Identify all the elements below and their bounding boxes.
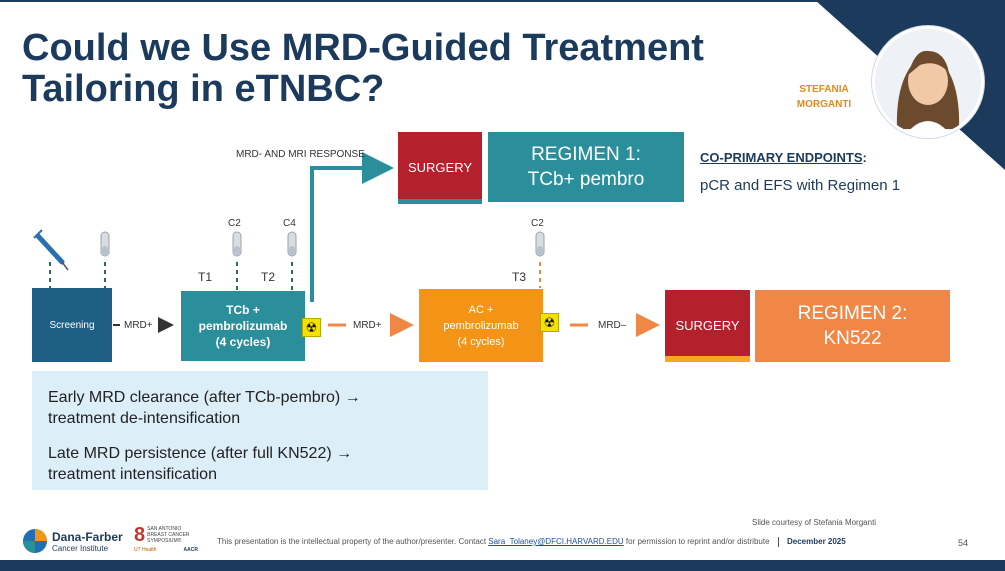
footer-email-link[interactable]: Sara_Tolaney@DFCI.HARVARD.EDU [488,537,624,547]
surgery-2-underline [665,356,750,362]
timepoint-t1: T1 [198,270,213,284]
timepoint-c2: C2 [228,218,241,229]
ac-line2: pembrolizumab [443,319,519,332]
radiation-icon: ☢ [302,318,321,337]
screening-label: Screening [49,319,95,331]
tcb-pembrolizumab-box: TCb + pembrolizumab (4 cycles) [181,291,305,361]
ac-pembrolizumab-box: AC + pembrolizumab (4 cycles) [419,289,543,362]
mrd-negative-label: MRD– [598,320,627,331]
sabcs-mark-icon: 8 [134,524,146,546]
surgery-label-1: SURGERY [407,159,473,175]
syringe-icon [33,229,69,271]
dana-farber-logo-text: Dana-Farber Cancer Institute [52,530,123,553]
endpoints-title: CO-PRIMARY ENDPOINTS: [700,150,867,165]
timepoint-t3: T3 [512,270,527,284]
speaker-first-name: STEFANIA [799,84,849,95]
tcb-line2: pembrolizumab [198,319,288,333]
info-early-line2: treatment de-intensification [48,410,241,427]
surgery-1-underline [398,199,482,204]
regimen-2-box: REGIMEN 2: KN522 [755,290,950,362]
dana-farber-logo-icon [23,529,47,553]
timepoint-c4: C4 [283,218,296,229]
ac-line1: AC + [468,303,494,316]
logo-subtitle: Cancer Institute [52,544,109,553]
info-item-late: Late MRD persistence (after full KN522) … [48,443,478,485]
surgery-box-2: SURGERY [665,290,750,360]
info-box [32,371,488,490]
slide-title: Could we Use MRD-Guided Treatment Tailor… [22,27,704,110]
sabcs-line2: BREAST CANCER [147,532,190,538]
test-tube-icon [100,231,545,257]
info-late-line1: Late MRD persistence (after full KN522) … [48,445,353,462]
mrd-response-arrow [310,152,394,302]
footer-date: December 2025 [787,537,846,547]
screening-box: Screening [32,288,112,362]
speaker-photo [872,26,984,138]
regimen-1-box: REGIMEN 1: TCb+ pembro [488,132,684,202]
speaker-last-name: MORGANTI [796,99,852,110]
mrd-positive-label-1: MRD+ [124,320,153,331]
sabcs-ut-health: UT Health [134,547,157,553]
footer-notice-pre: This presentation is the intellectual pr… [217,537,489,547]
regimen-1-title: REGIMEN 1: [531,144,641,165]
page-number: 54 [958,538,969,548]
sabcs-logo: 8 SAN ANTONIO BREAST CANCER SYMPOSIUM® U… [134,525,198,553]
mrd-positive-label-2: MRD+ [353,320,382,331]
regimen-1-detail: TCb+ pembro [527,169,645,190]
timepoint-c2-late: C2 [531,218,544,229]
regimen-2-detail: KN522 [823,328,882,349]
endpoints-body: pCR and EFS with Regimen 1 [700,177,901,194]
regimen-2-title: REGIMEN 2: [797,303,908,324]
surgery-box-1: SURGERY [398,132,482,202]
top-border [0,0,1005,2]
info-late-line2: treatment intensification [48,466,217,483]
footer-notice: This presentation is the intellectual pr… [217,537,846,547]
ac-line3: (4 cycles) [457,335,505,348]
footer-divider [777,537,779,547]
speaker-name: STEFANIA MORGANTI [775,82,873,112]
mrd-mri-response-label: MRD- AND MRI RESPONSE [236,149,365,160]
timepoint-t2: T2 [261,270,276,284]
logo-name: Dana-Farber [52,530,123,544]
slide-courtesy: Slide courtesy of Stefania Morganti [752,518,877,527]
sabcs-line3: SYMPOSIUM® [147,538,182,544]
tcb-line1: TCb + [226,303,260,317]
footer-notice-post: for permission to reprint and/or distrib… [623,537,770,547]
endpoints-title-text: CO-PRIMARY ENDPOINTS [700,150,863,165]
tcb-line3: (4 cycles) [215,335,271,349]
surgery-label-2: SURGERY [675,317,740,333]
sabcs-aacr: AACR [183,547,198,553]
bottom-bar [0,560,1005,571]
sabcs-line1: SAN ANTONIO [147,526,182,532]
info-early-line1: Early MRD clearance (after TCb-pembro) → [48,389,361,406]
radiation-icon: ☢ [540,313,559,332]
endpoints-title-colon: : [862,150,867,165]
info-item-early: Early MRD clearance (after TCb-pembro) →… [48,387,478,429]
